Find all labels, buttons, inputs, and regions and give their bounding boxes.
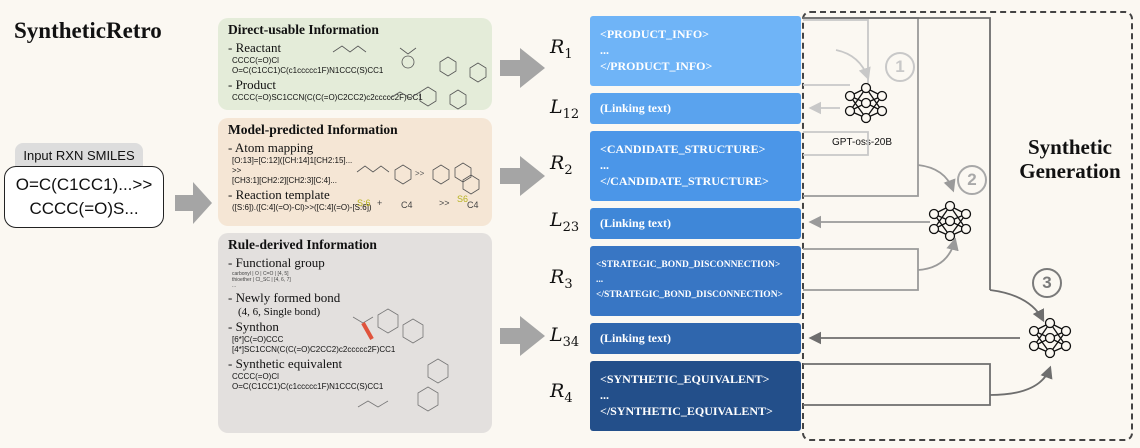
product-label: - Product	[228, 77, 277, 92]
reactant-label: - Reactant	[228, 40, 282, 55]
panel-rule-derived: Rule-derived Information - Functional gr…	[218, 233, 492, 433]
svg-text:C4: C4	[467, 200, 479, 210]
reaction-template-text: ([S:6]).([C:4](=O)-Cl)>>([C:4](=O)-[S:6]…	[232, 203, 372, 212]
svg-text:>>: >>	[415, 169, 425, 178]
block-r4-close: </SYNTHETIC_EQUIVALENT>	[600, 404, 773, 418]
panel-direct-usable: Direct-usable Information - Reactant CCC…	[218, 18, 492, 110]
functional-group-line1: carbonyl | O | C=O | [4, 5]	[232, 271, 289, 277]
panel-rule-title: Rule-derived Information	[228, 237, 377, 252]
symbol-r3: R3	[550, 266, 573, 292]
neural-network-icon-1	[844, 82, 888, 124]
block-r2-dots: ...	[600, 158, 609, 172]
synthetic-equivalent-line1: CCCC(=O)Cl	[232, 372, 279, 381]
input-smiles-line1: O=C(C1CC1)...>>	[15, 175, 153, 194]
functional-group-line2: thioether | Cl_SC | [4, 6, 7]	[232, 277, 291, 283]
neural-network-icon-3	[1028, 317, 1072, 359]
atom-mapping-line3: [CH3:1][CH2:2][CH2:3][C:4]...	[232, 176, 337, 185]
block-synthetic-equivalent: <SYNTHETIC_EQUIVALENT> ... </SYNTHETIC_E…	[590, 361, 801, 431]
reactant-smiles-1: CCCC(=O)Cl	[232, 56, 279, 65]
step-2-badge: 2	[957, 165, 987, 195]
neural-network-icon-2	[928, 200, 972, 242]
molecule-sketches-rule	[352, 308, 449, 412]
step-1-badge: 1	[885, 52, 915, 82]
panel-model-title: Model-predicted Information	[228, 122, 398, 137]
block-r4-open: <SYNTHETIC_EQUIVALENT>	[600, 372, 770, 386]
symbol-r1: R1	[550, 36, 573, 62]
block-r4-dots: ...	[600, 388, 609, 402]
symbol-l34: L34	[550, 324, 580, 350]
synthetic-equivalent-line2: O=C(C1CC1)C(c1ccccc1F)N1CCC(S)CC1	[232, 382, 384, 391]
atom-mapping-line2: >>	[232, 166, 242, 175]
model-label: GPT-oss-20B	[832, 137, 893, 148]
reaction-template-label: - Reaction template	[228, 187, 330, 202]
atom-mapping-line1: [O:13]=[C:12]([CH:14]1[CH2:15]...	[232, 156, 353, 165]
synthon-label: - Synthon	[228, 319, 279, 334]
block-linking-12: (Linking text)	[590, 93, 801, 124]
synthetic-generation-region	[802, 11, 1133, 441]
functional-group-line3: ...	[232, 283, 237, 289]
atom-mapping-label: - Atom mapping	[228, 140, 314, 155]
svg-text:C4: C4	[401, 200, 413, 210]
symbol-r2: R2	[550, 152, 573, 178]
functional-group-label: - Functional group	[228, 255, 325, 270]
panel-model-predicted: Model-predicted Information - Atom mappi…	[218, 118, 492, 226]
block-candidate-structure: <CANDIDATE_STRUCTURE> ... </CANDIDATE_ST…	[590, 131, 801, 201]
molecule-sketches-direct	[332, 45, 487, 110]
block-r1-dots: ...	[600, 43, 609, 57]
synthon-line2: [4*]SC1CCN(C(C(=O)C2CC2)c2ccccc2F)CC1	[232, 345, 396, 354]
block-r2-close: </CANDIDATE_STRUCTURE>	[600, 174, 769, 188]
block-r2-open: <CANDIDATE_STRUCTURE>	[600, 142, 766, 156]
block-r1-open: <PRODUCT_INFO>	[600, 27, 710, 41]
model-panel-arrow	[500, 156, 545, 196]
step-3-badge: 3	[1032, 268, 1062, 298]
direct-panel-arrow	[500, 48, 545, 88]
input-label: Input RXN SMILES	[15, 143, 143, 169]
svg-text:S6: S6	[457, 194, 468, 204]
symbol-l23: L23	[550, 209, 580, 235]
svg-text:>>: >>	[439, 198, 450, 208]
block-r1-close: </PRODUCT_INFO>	[600, 59, 713, 73]
input-arrow	[175, 182, 212, 224]
molecule-sketches-model: >> S:6 + C4 >> S6 C4	[356, 162, 480, 210]
svg-text:+: +	[377, 198, 382, 208]
symbol-r4: R4	[550, 380, 573, 406]
synthetic-generation-title: Synthetic Generation	[1019, 135, 1121, 183]
new-bond-value: (4, 6, Single bond)	[238, 306, 321, 318]
reactant-smiles-2: O=C(C1CC1)C(c1ccccc1F)N1CCC(S)CC1	[232, 66, 384, 75]
symbol-l12: L12	[550, 96, 580, 122]
product-smiles: CCCC(=O)SC1CCN(C(C(=O)C2CC2)c2ccccc2F)CC…	[232, 93, 423, 102]
synthon-line1: [6*]C(=O)CCC	[232, 335, 284, 344]
svg-text:S:6: S:6	[357, 198, 371, 208]
block-product-info: <PRODUCT_INFO> ... </PRODUCT_INFO>	[590, 16, 801, 86]
block-strategic-bond: <STRATEGIC_BOND_DISCONNECTION> ... </STR…	[590, 246, 801, 316]
block-r3-open: <STRATEGIC_BOND_DISCONNECTION>	[596, 260, 781, 270]
input-smiles-box: O=C(C1CC1)...>> CCCC(=O)S...	[4, 166, 164, 228]
panel-direct-title: Direct-usable Information	[228, 22, 379, 37]
new-bond-label: - Newly formed bond	[228, 290, 341, 305]
block-r3-dots: ...	[596, 275, 604, 285]
block-r3-close: </STRATEGIC_BOND_DISCONNECTION>	[596, 290, 783, 300]
block-linking-23: (Linking text)	[590, 208, 801, 239]
block-linking-34: (Linking text)	[590, 323, 801, 354]
rule-panel-arrow	[500, 316, 545, 356]
diagram-title: SyntheticRetro	[14, 18, 162, 43]
synthetic-equivalent-label: - Synthetic equivalent	[228, 356, 343, 371]
input-smiles-line2: CCCC(=O)S...	[29, 199, 139, 218]
